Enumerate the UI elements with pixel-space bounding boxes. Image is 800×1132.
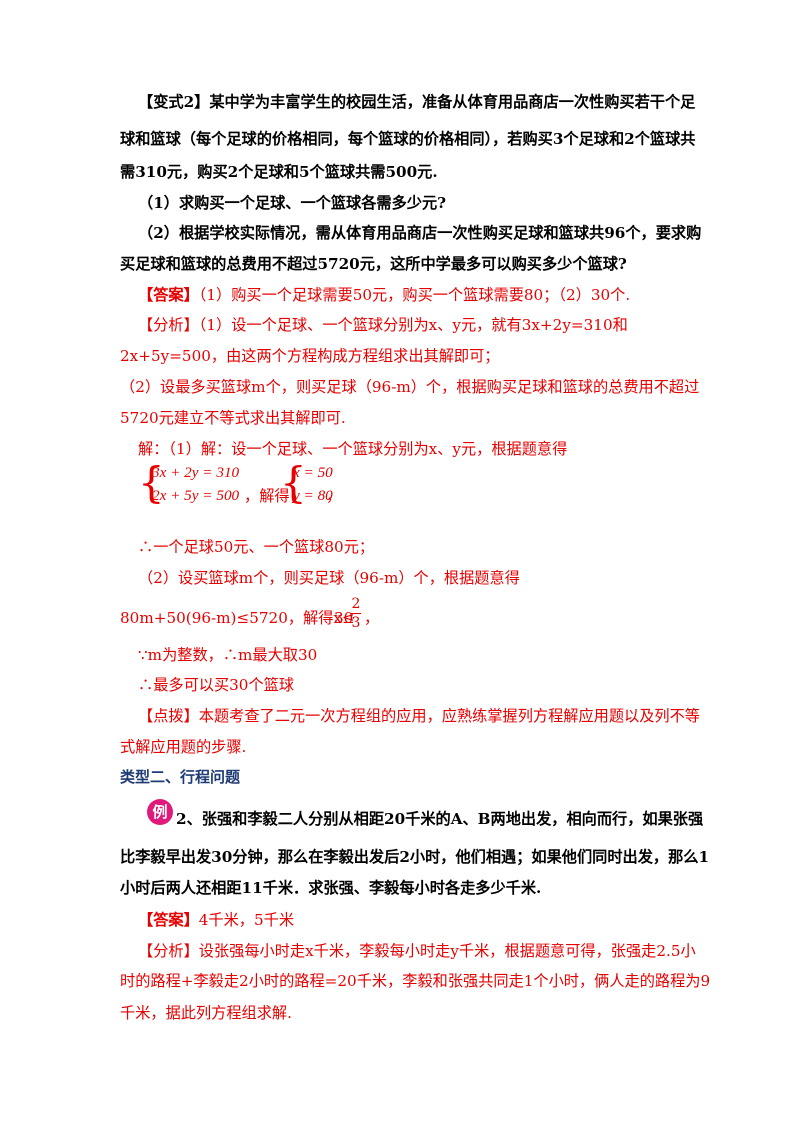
solution-line-1: 解：（1）解：设一个足球、一个篮球分别为x、y元，根据题意得 [138, 440, 568, 458]
example-line-3: 小时后两人还相距11千米．求张强、李毅每小时各走多少千米. [120, 879, 542, 897]
sys2-end: ， [326, 487, 342, 505]
answer-text: （1）购买一个足球需要50元，购买一个篮球需要80；（2）30个. [198, 286, 631, 304]
solve-word: ，解得 [244, 487, 290, 505]
analysis-1-line-4: 5720元建立不等式求出其解即可. [120, 409, 346, 427]
tip-line-2: 式解应用题的步骤. [120, 738, 247, 756]
analysis-1-line-2: 2x+5y=500，由这两个方程构成方程组求出其解即可； [120, 347, 500, 365]
solution-line-6: ∴最多可以买30个篮球 [138, 676, 295, 694]
variant-line-3: 需310元，购买2个足球和5个篮球共需500元. [120, 163, 438, 181]
solution-line-5: ∵m为整数，∴m最大取30 [138, 646, 318, 664]
fraction-denominator: 3 [351, 615, 361, 631]
solution-line-3: （2）设买篮球m个，则买足球（96-m）个，根据题意得 [138, 569, 520, 587]
sys1-eq1: 3x + 2y = 310 [152, 464, 240, 481]
answer-text: 4千米，5千米 [198, 911, 295, 929]
question-2-line-2: 买足球和篮球的总费用不超过5720元，这所中学最多可以购买多少个篮球? [120, 255, 627, 273]
analysis-tag: 【分析】 [138, 942, 199, 960]
variant-line-2: 球和篮球（每个足球的价格相同，每个篮球的价格相同），若购买3个足球和2个篮球共 [120, 130, 696, 148]
example-badge-icon: 例 [147, 799, 173, 825]
tip-text: 本题考查了二元一次方程组的应用，应熟练掌握列方程解应用题以及列不等 [198, 707, 700, 725]
section-title: 类型二、行程问题 [120, 768, 241, 786]
solution-line-4: 80m+50(96-m)≤5720，解得x≤ [120, 609, 355, 627]
variant-line-1: 【变式2】某中学为丰富学生的校园生活，准备从体育用品商店一次性购买若干个足 [138, 93, 696, 111]
example-line-2: 比李毅早出发30分钟，那么在李毅出发后2小时，他们相遇；如果他们同时出发，那么1 [120, 848, 710, 866]
sys2-eq2: y = 80 [293, 487, 333, 504]
tip-line-1: 【点拨】本题考查了二元一次方程组的应用，应熟练掌握列方程解应用题以及列不等 [138, 706, 700, 726]
fraction-numerator: 2 [351, 596, 361, 612]
answer-tag: 【答案】 [138, 911, 199, 929]
question-1: （1）求购买一个足球、一个篮球各需多少元? [138, 194, 447, 212]
question-2-line-1: （2）根据学校实际情况，需从体育用品商店一次性购买足球和篮球共96个，要求购 [138, 224, 702, 242]
answer-tag: 【答案】 [138, 286, 199, 304]
answer-1: 【答案】（1）购买一个足球需要50元，购买一个篮球需要80；（2）30个. [138, 285, 630, 305]
analysis-2-line-1: 【分析】设张强每小时走x千米，李毅每小时走y千米，根据题意可得，张强走2.5小 [138, 941, 696, 961]
analysis-2-line-2: 时的路程+李毅走2小时的路程=20千米，李毅和张强共同走1个小时，俩人走的路程为… [120, 972, 711, 990]
solution-line-4-end: ， [364, 609, 380, 627]
example-line-1: 2、张强和李毅二人分别从相距20千米的A、B两地出发，相向而行，如果张强 [176, 810, 704, 828]
sys2-eq1: x = 50 [293, 464, 333, 481]
analysis-tag: 【分析】 [138, 316, 199, 334]
left-brace: { [138, 458, 165, 507]
solution-line-2: ∴一个足球50元、一个篮球80元； [138, 538, 375, 556]
analysis-1-line-3: （2）设最多买篮球m个，则买足球（96-m）个，根据购买足球和篮球的总费用不超过 [120, 378, 700, 396]
fraction-bar [351, 613, 361, 614]
answer-2: 【答案】4千米，5千米 [138, 910, 294, 930]
analysis-text: 设张强每小时走x千米，李毅每小时走y千米，根据题意可得，张强走2.5小 [198, 942, 696, 960]
tip-tag: 【点拨】 [138, 707, 199, 725]
analysis-1-line-1: 【分析】（1）设一个足球、一个篮球分别为x、y元，就有3x+2y=310和 [138, 315, 628, 335]
analysis-text: （1）设一个足球、一个篮球分别为x、y元，就有3x+2y=310和 [198, 316, 628, 334]
mixed-number-whole: 30 [334, 609, 354, 627]
left-brace: { [280, 458, 307, 507]
analysis-2-line-3: 千米，据此列方程组求解. [120, 1004, 292, 1022]
sys1-eq2: 2x + 5y = 500 [152, 487, 240, 504]
